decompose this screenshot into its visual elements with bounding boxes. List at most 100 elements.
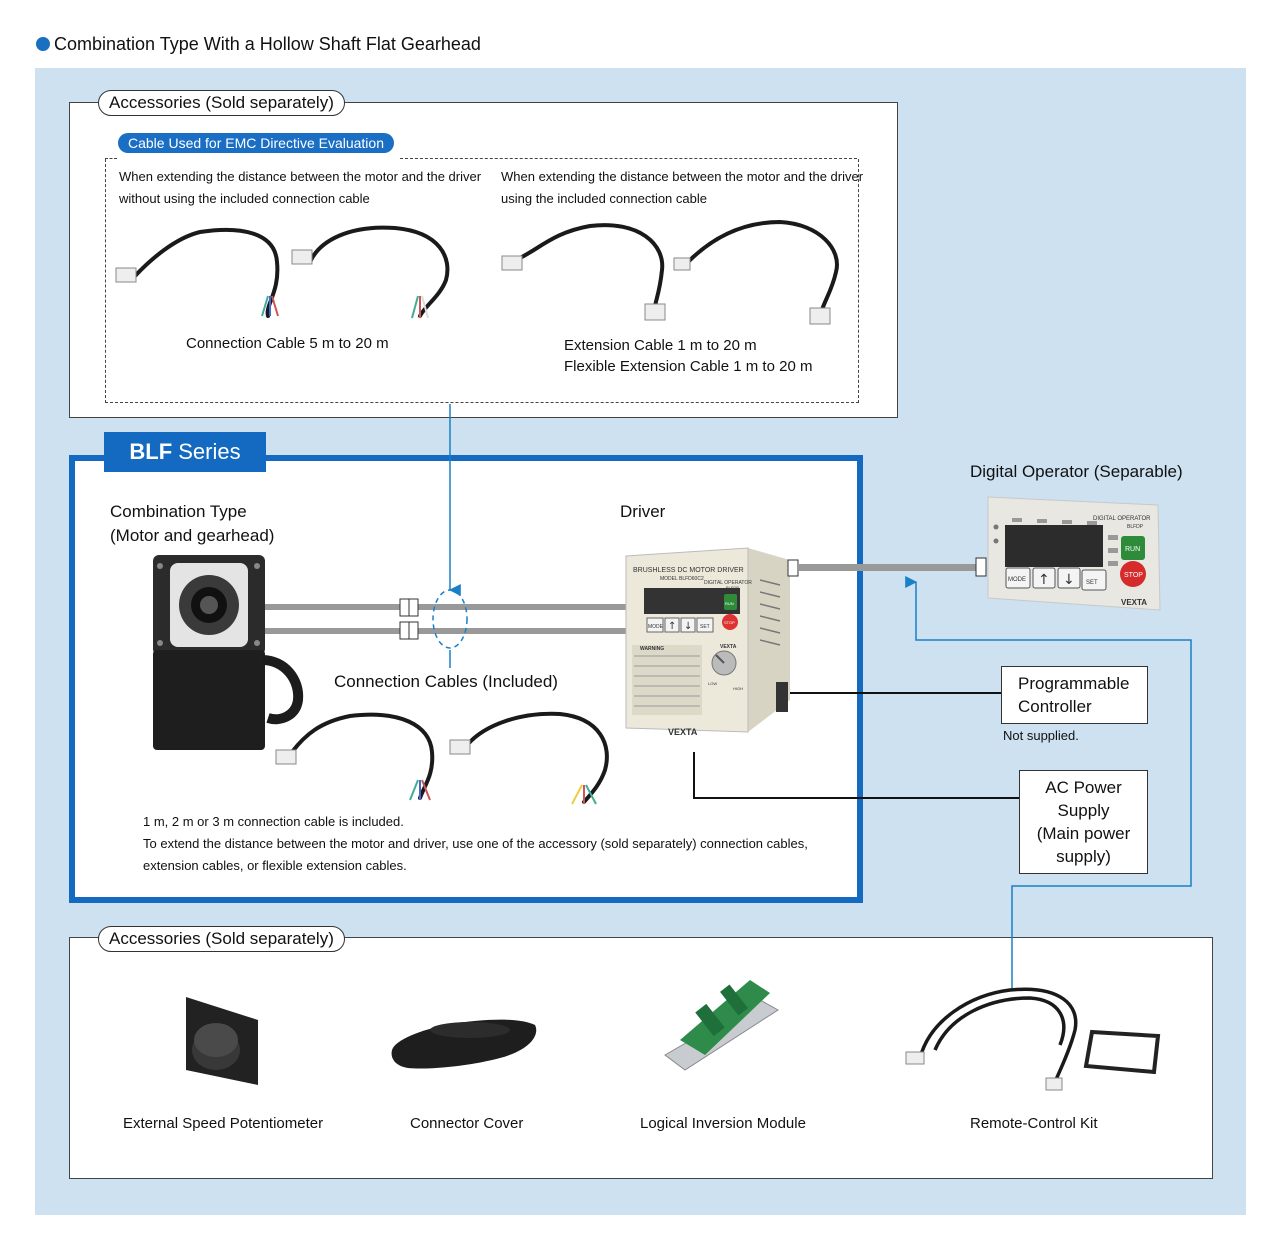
operator-stop-text: STOP (1124, 572, 1143, 579)
wire-leads-icon (409, 779, 597, 805)
ac-line2: (Main power supply) (1036, 824, 1131, 866)
driver-model-text: MODEL BLFD60C2 (660, 576, 704, 582)
left-desc: When extending the distance between the … (119, 166, 481, 210)
right-caption: Extension Cable 1 m to 20 m Flexible Ext… (564, 335, 812, 377)
operator-device-label: DIGITAL OPERATOR (1093, 516, 1151, 522)
driver-down-arrow-icon: ↓ (684, 621, 692, 632)
operator-down-arrow-icon: ↓ (1063, 572, 1075, 588)
blf-note-line2: To extend the distance between the motor… (143, 836, 808, 851)
left-caption: Connection Cable 5 m to 20 m (186, 335, 389, 352)
ac-line1: AC Power Supply (1045, 778, 1122, 820)
operator-set-text: SET (1086, 580, 1098, 586)
plc-note: Not supplied. (1003, 728, 1079, 743)
driver-image (625, 547, 790, 733)
connector-white-icon (809, 307, 831, 325)
blf-series-tab: BLF Series (104, 432, 266, 472)
operator-port (975, 557, 987, 577)
plc-line1: Programmable (1018, 674, 1130, 693)
connection-cable-5-20m-image (133, 225, 450, 318)
cable-joint (399, 621, 410, 640)
top-accessories-box (69, 102, 898, 418)
driver-brand-text: VEXTA (668, 727, 698, 737)
remote-control-kit-image (905, 987, 1161, 1091)
blf-note-line3: extension cables, or flexible extension … (143, 858, 407, 873)
driver-brand-small-text: VEXTA (720, 644, 737, 650)
driver-run-text: RUN (725, 601, 734, 606)
blf-tab-rest: Series (172, 439, 241, 464)
operator-device-model: BLFDP (1127, 524, 1144, 530)
operator-brand-text: VEXTA (1121, 598, 1147, 607)
accessory-potentiometer-label: External Speed Potentiometer (123, 1115, 324, 1132)
driver-op-label-text: DIGITAL OPERATOR (704, 580, 752, 586)
driver-warning-text: WARNING (640, 646, 664, 652)
bottom-accessories-title: Accessories (Sold separately) (98, 926, 345, 952)
motor-label-line1: Combination Type (110, 502, 247, 521)
heading-text: Combination Type With a Hollow Shaft Fla… (54, 34, 481, 54)
accessory-connector-cover-label: Connector Cover (410, 1115, 524, 1132)
driver-stop-text: STOP (724, 620, 735, 625)
top-accessories-title: Accessories (Sold separately) (98, 90, 345, 116)
cable-insertion-ellipse (432, 589, 468, 649)
operator-up-arrow-icon: ↑ (1038, 572, 1050, 588)
connector-white-icon (275, 749, 297, 765)
driver-low-text: LOW (708, 681, 717, 686)
bottom-accessories-box (69, 937, 1213, 1179)
ac-connection-line (693, 752, 1019, 799)
connector-white-icon (115, 267, 137, 283)
connector-white-icon (291, 249, 313, 265)
operator-run-text: RUN (1125, 546, 1140, 553)
driver-op-model-text: BLFDP (726, 585, 739, 590)
page-heading: Combination Type With a Hollow Shaft Fla… (36, 34, 481, 55)
emc-dashed-frame (105, 159, 859, 403)
dashed-top-left (105, 158, 117, 159)
left-desc-line1: When extending the distance between the … (119, 169, 482, 184)
cable-joint (408, 621, 419, 640)
remote-kit-arrow (905, 576, 1192, 990)
included-cable-image (290, 711, 609, 804)
plc-box: Programmable Controller (1001, 666, 1148, 724)
plc-line2: Controller (1018, 697, 1092, 716)
driver-up-arrow-icon: ↑ (668, 621, 676, 632)
driver-label: Driver (620, 502, 666, 521)
blf-note: 1 m, 2 m or 3 m connection cable is incl… (143, 811, 808, 877)
connector-white-icon (449, 739, 471, 755)
right-caption-line2: Flexible Extension Cable 1 m to 20 m (564, 358, 813, 375)
logical-inversion-module-image (664, 980, 779, 1071)
potentiometer-image (186, 997, 258, 1085)
driver-high-text: HIGH (733, 686, 743, 691)
driver-set-text: SET (700, 624, 710, 630)
bullet-dot-icon (36, 37, 50, 51)
right-desc-line1: When extending the distance between the … (501, 169, 864, 184)
driver-port (787, 559, 799, 577)
operator-mode-text: MODE (1008, 577, 1026, 583)
wire-leads-icon (261, 295, 429, 319)
connector-white-icon (644, 303, 666, 321)
accessory-remote-kit-label: Remote-Control Kit (970, 1115, 1098, 1132)
digital-operator-image (987, 496, 1161, 611)
driver-mode-text: MODE (648, 624, 664, 630)
cables-label: Connection Cables (Included) (334, 672, 558, 691)
cable-joint (399, 598, 410, 617)
connector-white-icon (501, 255, 523, 271)
right-desc: When extending the distance between the … (501, 166, 863, 210)
ac-box: AC Power Supply (Main power supply) (1019, 770, 1148, 874)
operator-label: Digital Operator (Separable) (970, 462, 1183, 481)
motor-cable-line (255, 604, 630, 610)
motor-label: Combination Type (Motor and gearhead) (110, 500, 274, 548)
connector-cover-image (391, 1019, 537, 1069)
left-desc-line2: without using the included connection ca… (119, 191, 370, 206)
blf-tab-bold: BLF (129, 439, 173, 464)
motor-cable-line (255, 628, 630, 634)
extension-cable-image (518, 219, 839, 312)
emc-label: Cable Used for EMC Directive Evaluation (118, 133, 394, 153)
connector-white-icon (673, 257, 691, 271)
motor-gearhead-image (153, 555, 304, 750)
accessory-inversion-module-label: Logical Inversion Module (640, 1115, 806, 1132)
right-desc-line2: using the included connection cable (501, 191, 707, 206)
operator-cable-line (798, 564, 976, 571)
cable-joint (408, 598, 419, 617)
motor-label-line2: (Motor and gearhead) (110, 526, 275, 545)
driver-title-text: BRUSHLESS DC MOTOR DRIVER (633, 567, 744, 574)
dashed-top-right (400, 158, 857, 159)
